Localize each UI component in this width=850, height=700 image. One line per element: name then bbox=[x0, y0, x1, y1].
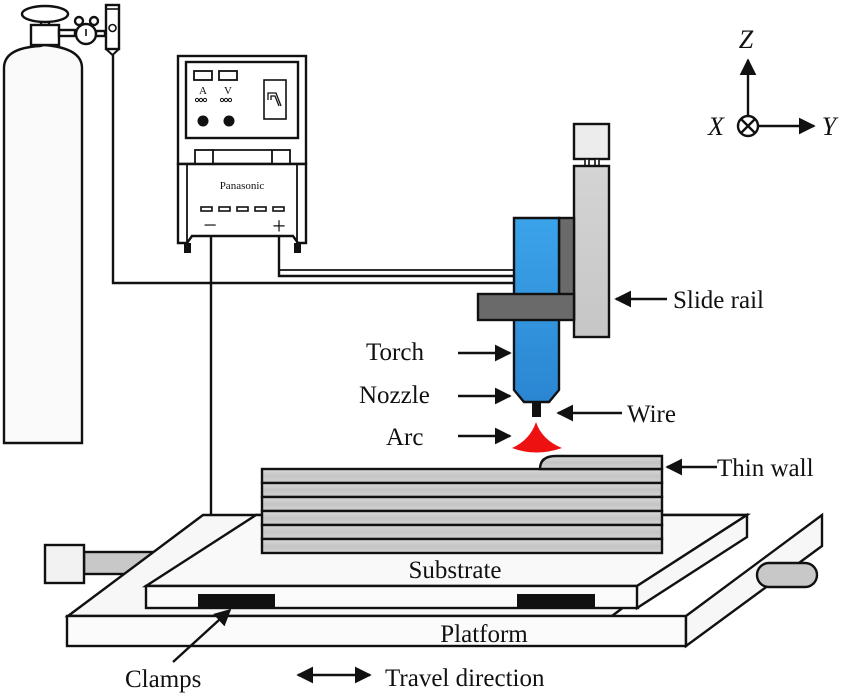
positive-terminal: + bbox=[272, 214, 286, 240]
voltmeter-label: V bbox=[224, 85, 232, 97]
regulator-pipe bbox=[57, 28, 77, 38]
thin-wall-deposit bbox=[260, 454, 664, 555]
slide-rail bbox=[572, 164, 611, 339]
voltmeter-display bbox=[218, 70, 238, 81]
annotations: Slide rail Torch Nozzle Wire Arc Thin wa… bbox=[125, 287, 814, 693]
clamp-left bbox=[198, 594, 275, 607]
pulse-wave-icon bbox=[267, 92, 282, 107]
thin-wall-layer bbox=[260, 467, 664, 485]
slide-rail-assembly bbox=[572, 122, 611, 339]
power-source-foot-left bbox=[184, 243, 191, 253]
welding-torch bbox=[476, 216, 576, 453]
z-axis-label: Z bbox=[739, 25, 754, 54]
gas-hose bbox=[111, 55, 515, 285]
x-axis-into-page-icon bbox=[736, 114, 760, 138]
torch-bracket-horizontal bbox=[476, 292, 576, 322]
left-actuator-block bbox=[43, 543, 86, 585]
current-knob bbox=[197, 115, 209, 127]
output-indicator-slots bbox=[200, 206, 285, 212]
regulator-gauge-right bbox=[88, 15, 100, 27]
negative-terminal: − bbox=[203, 213, 217, 239]
torch-label: Torch bbox=[366, 339, 424, 366]
stepper-motor bbox=[572, 122, 611, 161]
thin-wall-layer bbox=[260, 523, 664, 541]
positive-cable bbox=[277, 237, 515, 278]
wiring bbox=[111, 55, 515, 515]
clamps-arrow bbox=[172, 608, 232, 663]
slide-rail-label: Slide rail bbox=[673, 287, 764, 314]
thin-wall-label: Thin wall bbox=[717, 455, 814, 482]
platform-front-face bbox=[65, 614, 688, 648]
gas-cylinder bbox=[2, 3, 121, 445]
cylinder-neck bbox=[29, 23, 61, 47]
wire-label: Wire bbox=[627, 401, 676, 428]
nozzle-label: Nozzle bbox=[359, 382, 430, 409]
arc-label: Arc bbox=[386, 424, 423, 451]
power-source-lower-housing bbox=[176, 162, 308, 245]
welding-power-source: A V Panasonic − + bbox=[176, 54, 308, 253]
welding-arc bbox=[512, 422, 562, 453]
ammeter-label: A bbox=[199, 85, 207, 97]
x-axis-label: X bbox=[707, 112, 725, 141]
thin-wall-layer bbox=[260, 495, 664, 513]
substrate-label: Substrate bbox=[408, 557, 501, 584]
power-source-foot-right bbox=[294, 243, 301, 253]
thin-wall-layer bbox=[260, 509, 664, 527]
platform-label: Platform bbox=[440, 621, 528, 648]
clamp-right bbox=[517, 594, 595, 607]
voltage-knob bbox=[223, 115, 235, 127]
cylinder-body bbox=[2, 43, 84, 445]
thin-wall-layer bbox=[260, 537, 664, 555]
thin-wall-layer bbox=[260, 481, 664, 499]
ammeter-display bbox=[193, 70, 213, 81]
contact-tip-wire bbox=[532, 402, 541, 417]
substrate-side-face bbox=[635, 512, 749, 611]
thin-wall-current-layer bbox=[538, 454, 664, 471]
clamps-label: Clamps bbox=[125, 666, 201, 693]
waveform-display bbox=[263, 79, 287, 120]
regulator-gauge-left bbox=[73, 15, 85, 27]
coordinate-axes: Z X Y bbox=[707, 25, 839, 141]
travel-direction-label: Travel direction bbox=[385, 665, 545, 692]
indicator-leds bbox=[194, 97, 233, 103]
cylinder-valve-handwheel bbox=[20, 4, 70, 24]
power-source-brand: Panasonic bbox=[220, 180, 265, 192]
y-axis-label: Y bbox=[822, 112, 839, 141]
right-actuator bbox=[755, 561, 819, 589]
platform-side-face bbox=[684, 512, 824, 649]
